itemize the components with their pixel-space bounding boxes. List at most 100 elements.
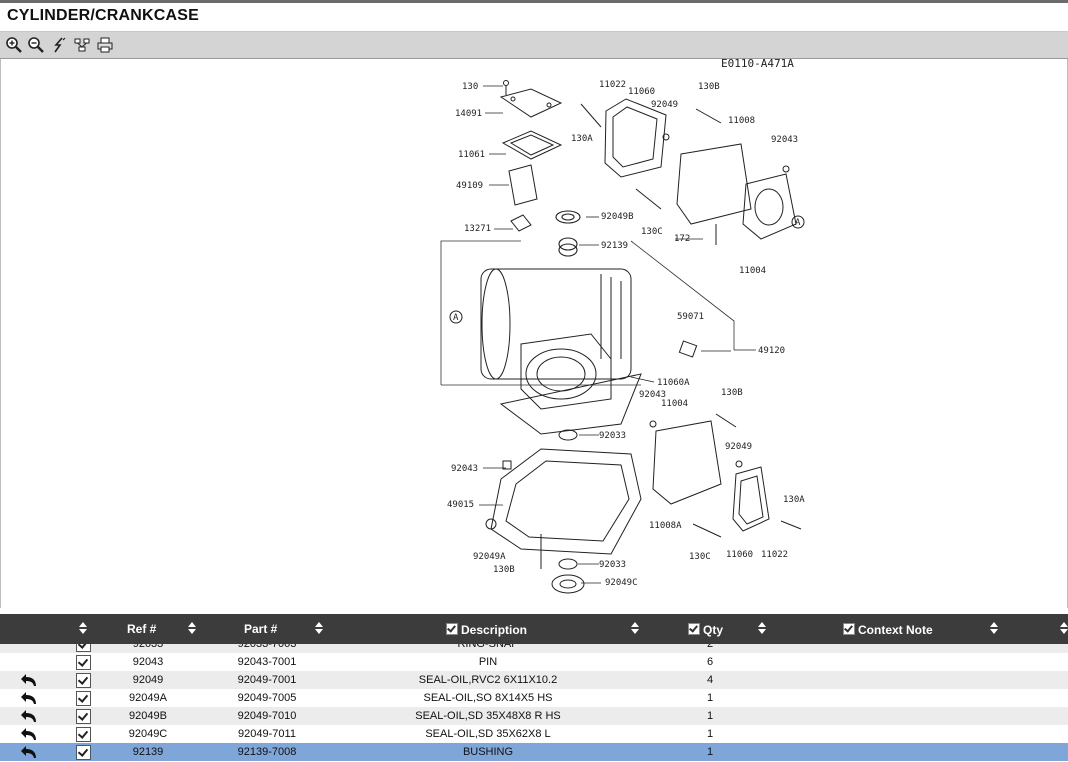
col-ref-header[interactable]: Ref #: [127, 622, 157, 636]
window-top-border: [0, 0, 1068, 3]
return-arrow-icon[interactable]: [20, 745, 38, 759]
sort-ref-icon[interactable]: [188, 622, 196, 634]
return-arrow-icon[interactable]: [20, 709, 38, 723]
qty-cell: 1: [706, 746, 714, 758]
part-cell: 92139-7008: [237, 746, 297, 758]
return-arrow-icon[interactable]: [20, 727, 38, 741]
part-cell: 92049-7011: [238, 728, 296, 740]
ref-cell: 92043: [132, 656, 164, 668]
svg-text:92049A: 92049A: [473, 552, 506, 562]
svg-text:11060: 11060: [628, 87, 655, 97]
description-checkbox[interactable]: [446, 623, 458, 635]
return-arrow-icon[interactable]: [20, 691, 38, 705]
plug-59071: [678, 340, 698, 358]
qty-cell: 6: [706, 656, 714, 668]
qty-checkbox[interactable]: [688, 623, 700, 635]
add-to-cart-icon[interactable]: [76, 745, 91, 760]
svg-text:49120: 49120: [758, 346, 785, 356]
sort-toggle-icon[interactable]: [79, 622, 87, 634]
svg-text:11004: 11004: [661, 399, 688, 409]
return-arrow-icon[interactable]: [20, 673, 38, 687]
column-menu-icon[interactable]: [1060, 622, 1068, 634]
table-row[interactable]: 92049C 92049-7011 SEAL-OIL,SD 35X62X8 L 1: [0, 725, 1068, 743]
svg-text:11004: 11004: [739, 266, 766, 276]
zoom-out-icon[interactable]: [27, 36, 45, 54]
print-icon[interactable]: [96, 36, 114, 54]
add-to-cart-icon[interactable]: [76, 644, 91, 652]
sort-description-icon[interactable]: [631, 622, 639, 634]
svg-text:130A: 130A: [783, 495, 805, 505]
zoom-in-icon[interactable]: [5, 36, 23, 54]
toolbar: [0, 32, 1068, 59]
svg-text:92049B: 92049B: [601, 212, 634, 222]
svg-text:92049: 92049: [651, 100, 678, 110]
exploded-parts-diagram[interactable]: E0110-A471A: [1, 59, 1067, 608]
page-title: CYLINDER/CRANKCASE: [7, 7, 200, 24]
sort-qty-icon[interactable]: [758, 622, 766, 634]
svg-text:92043: 92043: [771, 135, 798, 145]
sort-part-icon[interactable]: [315, 622, 323, 634]
lightning-icon[interactable]: [50, 36, 68, 54]
svg-text:14091: 14091: [455, 109, 482, 119]
ref-cell: 92049A: [129, 692, 167, 704]
description-cell: SEAL-OIL,SD 35X48X8 R HS: [415, 710, 561, 722]
crankcase: [485, 429, 642, 594]
svg-text:11022: 11022: [599, 80, 626, 90]
parts-grid-header: Ref # Part # Description Qty Context Not…: [0, 614, 1068, 644]
svg-text:11008A: 11008A: [649, 521, 682, 531]
col-description-header[interactable]: Description: [446, 622, 527, 637]
qty-cell: 1: [706, 728, 714, 740]
breather-assembly: [499, 80, 563, 232]
description-cell: SEAL-OIL,SO 8X14X5 HS: [423, 692, 553, 704]
qty-cell: 1: [706, 710, 714, 722]
ref-cell: 92049: [132, 674, 164, 686]
part-cell: 92043-7001: [237, 656, 297, 668]
splitter[interactable]: [0, 608, 1068, 614]
part-cell: 92033-7003: [237, 644, 297, 650]
svg-text:11008: 11008: [728, 116, 755, 126]
qty-cell: 2: [706, 644, 714, 650]
svg-text:92049C: 92049C: [605, 578, 638, 588]
svg-text:130A: 130A: [571, 134, 593, 144]
description-cell: SEAL-OIL,SD 35X62X8 L: [425, 728, 551, 740]
svg-text:130C: 130C: [689, 552, 711, 562]
svg-text:92043: 92043: [451, 464, 478, 474]
part-cell: 92049-7005: [237, 692, 297, 704]
assembly-boundary: [440, 240, 735, 386]
part-labels: 130 14091 11061 49109 13271 11022 11060 …: [447, 80, 805, 588]
col-qty-header[interactable]: Qty: [688, 622, 723, 637]
col-context-note-header[interactable]: Context Note: [843, 622, 933, 637]
marker-a-circles: [449, 310, 463, 324]
svg-text:92139: 92139: [601, 241, 628, 251]
svg-text:11060: 11060: [726, 550, 753, 560]
add-to-cart-icon[interactable]: [76, 709, 91, 724]
diagram-pane[interactable]: E0110-A471A: [0, 59, 1068, 608]
svg-text:130B: 130B: [493, 565, 515, 575]
upper-seals: [555, 210, 581, 257]
svg-text:13271: 13271: [464, 224, 491, 234]
sort-context-note-icon[interactable]: [990, 622, 998, 634]
add-to-cart-icon[interactable]: [76, 727, 91, 742]
add-to-cart-icon[interactable]: [76, 691, 91, 706]
add-to-cart-icon[interactable]: [76, 673, 91, 688]
description-cell: PIN: [478, 656, 498, 668]
context-note-checkbox[interactable]: [843, 623, 855, 635]
svg-text:59071: 59071: [677, 312, 704, 322]
upper-head-assembly: [580, 98, 805, 245]
add-to-cart-icon[interactable]: [76, 655, 91, 670]
network-icon[interactable]: [73, 36, 91, 54]
ref-cell: 92049C: [128, 728, 168, 740]
description-cell: BUSHING: [462, 746, 514, 758]
col-part-header[interactable]: Part #: [244, 622, 278, 636]
description-cell: SEAL-OIL,RVC2 6X11X10.2: [418, 674, 558, 686]
table-row[interactable]: 92043 92043-7001 PIN 6: [0, 653, 1068, 671]
svg-text:130C: 130C: [641, 227, 663, 237]
cylinder-block: [480, 268, 642, 435]
svg-text:130B: 130B: [698, 82, 720, 92]
